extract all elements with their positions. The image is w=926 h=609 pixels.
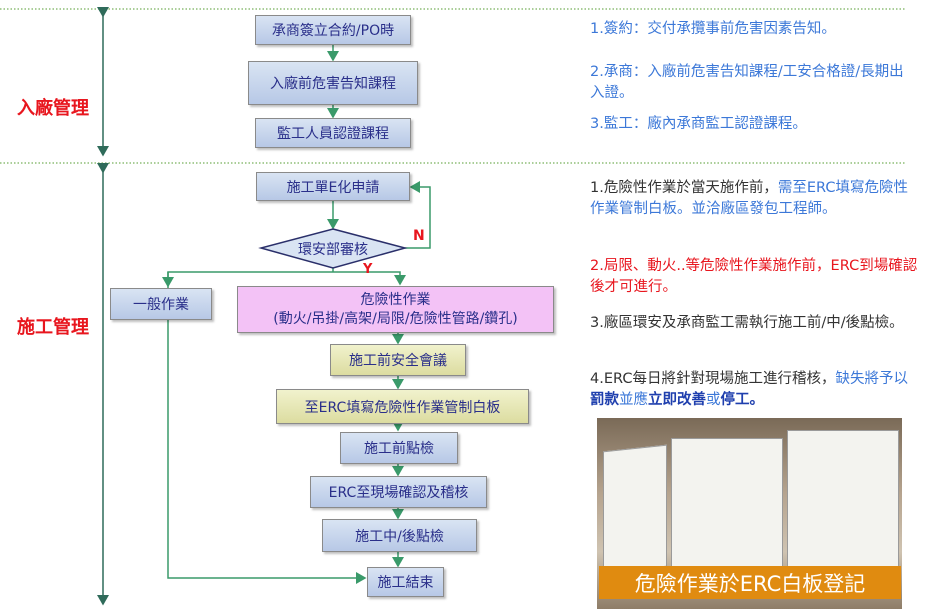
during-check-box: 施工中/後點檢 [322,519,477,552]
photo-caption: 危險作業於ERC白板登記 [599,566,901,599]
loop-no [405,181,431,249]
construction-note-3: 3.廠區環安及承商監工需執行施工前/中/後點檢。 [590,315,904,331]
entry-note-2: 2.承商：入廠前危害告知課程/工安合格證/長期出入證。 [590,64,904,101]
contract-box: 承商簽立合約/PO時 [255,15,411,45]
no-label: N [413,228,425,244]
note4-accent3: 或 [706,392,721,408]
review-diamond-label: 環安部審核 [298,242,368,258]
whiteboard-right [787,430,899,572]
whiteboard-left [603,444,667,574]
erc-board-box: 至ERC填寫危險性作業管制白板 [276,389,529,424]
construction-note-1: 1.危險性作業於當天施作前，需至ERC填寫危險性作業管制白板。並洽廠區發包工程師… [590,178,922,220]
whiteboard-middle [671,438,783,572]
note1-accent: 需至ERC填寫危險性作業管制白板。並洽廠區發包工程師。 [590,180,908,217]
note4-penalty: 罰款 [590,392,619,408]
dangerous-work-title: 危險性作業 [360,291,431,308]
supervisor-course-box: 監工人員認證課程 [255,118,411,148]
general-to-finish [167,320,367,584]
note4-accent2: 並應 [619,392,648,408]
pre-meeting-box: 施工前安全會議 [330,344,466,376]
section-entry-label: 入廠管理 [17,98,89,119]
finish-box: 施工結束 [367,567,444,597]
note4-stop: 停工。 [720,392,765,408]
note4-fix: 立即改善 [648,392,706,408]
construction-note-2: 2.局限、動火..等危險性作業施作前，ERC到場確認後才可進行。 [590,258,918,295]
section-construction-label: 施工管理 [17,317,89,338]
yes-label: Y [363,262,373,277]
pre-check-box: 施工前點檢 [340,432,458,464]
note4-accent1: 缺失將予以 [835,371,908,387]
note1-plain: 1.危險性作業於當天施作前， [590,180,778,196]
entry-note-3: 3.監工：廠內承商監工認證課程。 [590,116,807,132]
general-work-box: 一般作業 [110,288,212,320]
dangerous-work-box: 危險性作業 (動火/吊掛/高架/局限/危險性管路/鑽孔) [237,286,554,333]
permit-apply-box: 施工單E化申請 [256,172,410,201]
review-diamond [258,228,408,269]
dangerous-work-list: (動火/吊掛/高架/局限/危險性管路/鑽孔) [273,310,518,327]
erc-confirm-box: ERC至現場確認及稽核 [310,476,487,508]
construction-note-4: 4.ERC每日將針對現場施工進行稽核，缺失將予以罰款並應立即改善或停工。 [590,369,922,411]
note4-plain: 4.ERC每日將針對現場施工進行稽核， [590,371,836,387]
entry-note-1: 1.簽約：交付承攬事前危害因素告知。 [590,21,836,37]
pre-entry-course-box: 入廠前危害告知課程 [248,61,418,105]
